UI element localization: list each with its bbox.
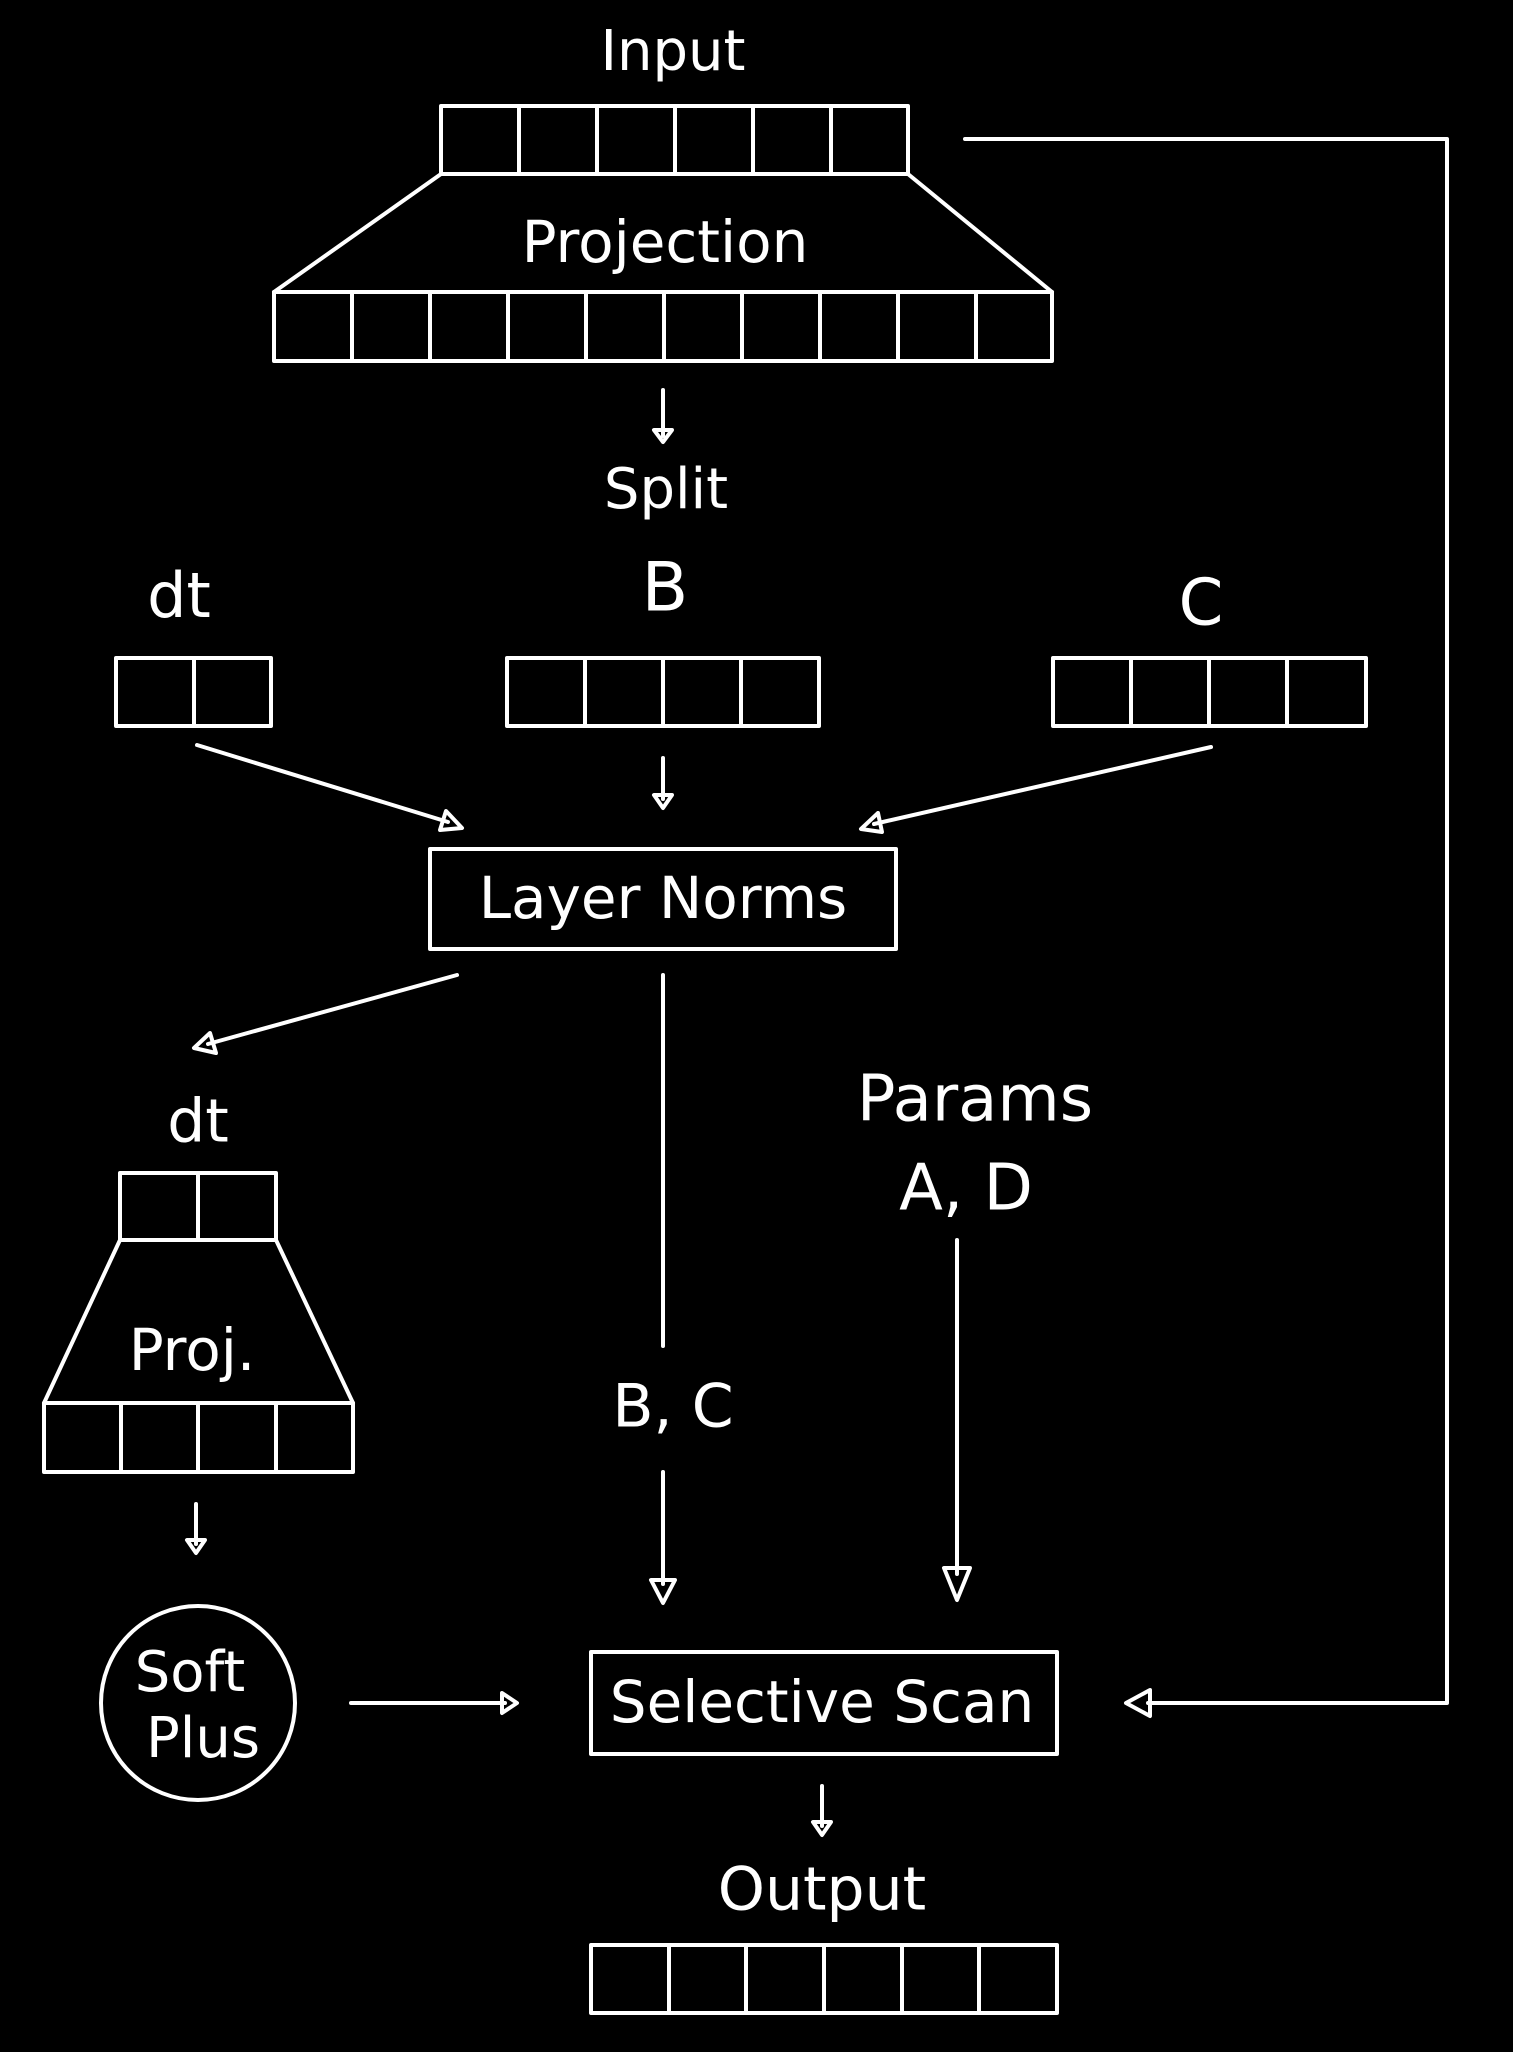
dt-bottom-vector <box>118 1171 278 1242</box>
params-label-line2: A, D <box>899 1152 1033 1226</box>
arrow-projection-to-split <box>652 388 674 444</box>
softplus-label-line2: Plus <box>146 1706 260 1771</box>
proj-trapezoid-left <box>42 1238 122 1405</box>
selective-scan-label: Selective Scan <box>610 1668 1035 1736</box>
b-vector <box>505 656 821 728</box>
split-label: Split <box>604 457 728 522</box>
dt-top-label: dt <box>147 559 211 632</box>
projection-label: Projection <box>522 208 809 276</box>
arrow-dt-to-layer-norms <box>195 743 464 832</box>
arrow-params-to-scan <box>942 1238 972 1602</box>
arrow-shaft <box>872 745 1213 826</box>
arrow-bc-to-scan <box>649 1470 677 1605</box>
layer-norms-label: Layer Norms <box>479 864 848 932</box>
arrow-b-to-layer-norms <box>652 756 674 810</box>
arrow-head <box>652 793 674 810</box>
layer-norms-box <box>428 847 898 951</box>
arrow-head <box>1124 1688 1152 1718</box>
arrow-layer-norms-to-dt <box>192 973 459 1055</box>
output-label: Output <box>718 1855 926 1925</box>
proj-trapezoid-right <box>274 1238 355 1405</box>
params-label-line1: Params <box>857 1063 1093 1137</box>
arrow-proj-to-softplus <box>185 1502 207 1555</box>
arrow-head <box>811 1820 833 1837</box>
arrow-head <box>192 1031 218 1055</box>
arrow-c-to-layer-norms <box>859 745 1213 834</box>
arrow-head <box>859 811 884 834</box>
proj-label: Proj. <box>129 1316 256 1384</box>
projected-vector <box>272 290 1054 363</box>
arrow-head <box>438 809 464 832</box>
output-vector <box>589 1943 1059 2015</box>
c-vector <box>1051 656 1368 728</box>
arrow-shaft <box>195 743 450 824</box>
dt-bottom-label: dt <box>167 1087 229 1157</box>
projection-trapezoid-left <box>272 172 443 294</box>
input-vector <box>439 104 910 176</box>
arrow-head <box>652 428 674 444</box>
input-label: Input <box>600 19 745 84</box>
c-label: C <box>1179 567 1224 641</box>
arrow-head <box>942 1566 972 1602</box>
b-label: B <box>642 549 689 628</box>
skip-connection-path <box>963 137 1449 1705</box>
selective-scan-box <box>589 1650 1059 1756</box>
dt-top-vector <box>114 656 273 728</box>
arrow-head <box>500 1691 519 1715</box>
softplus-circle <box>99 1604 297 1802</box>
arrow-shaft <box>206 973 459 1046</box>
projection-trapezoid-right <box>906 172 1054 294</box>
proj-output-vector <box>42 1401 355 1474</box>
skip-connection-input-to-scan <box>963 137 1449 1718</box>
arrow-scan-to-output <box>811 1784 833 1837</box>
arrow-softplus-to-scan <box>349 1691 519 1715</box>
bc-label: B, C <box>612 1372 733 1442</box>
softplus-label-line1: Soft <box>135 1640 246 1705</box>
arrow-head <box>649 1578 677 1605</box>
arrow-head <box>185 1538 207 1555</box>
